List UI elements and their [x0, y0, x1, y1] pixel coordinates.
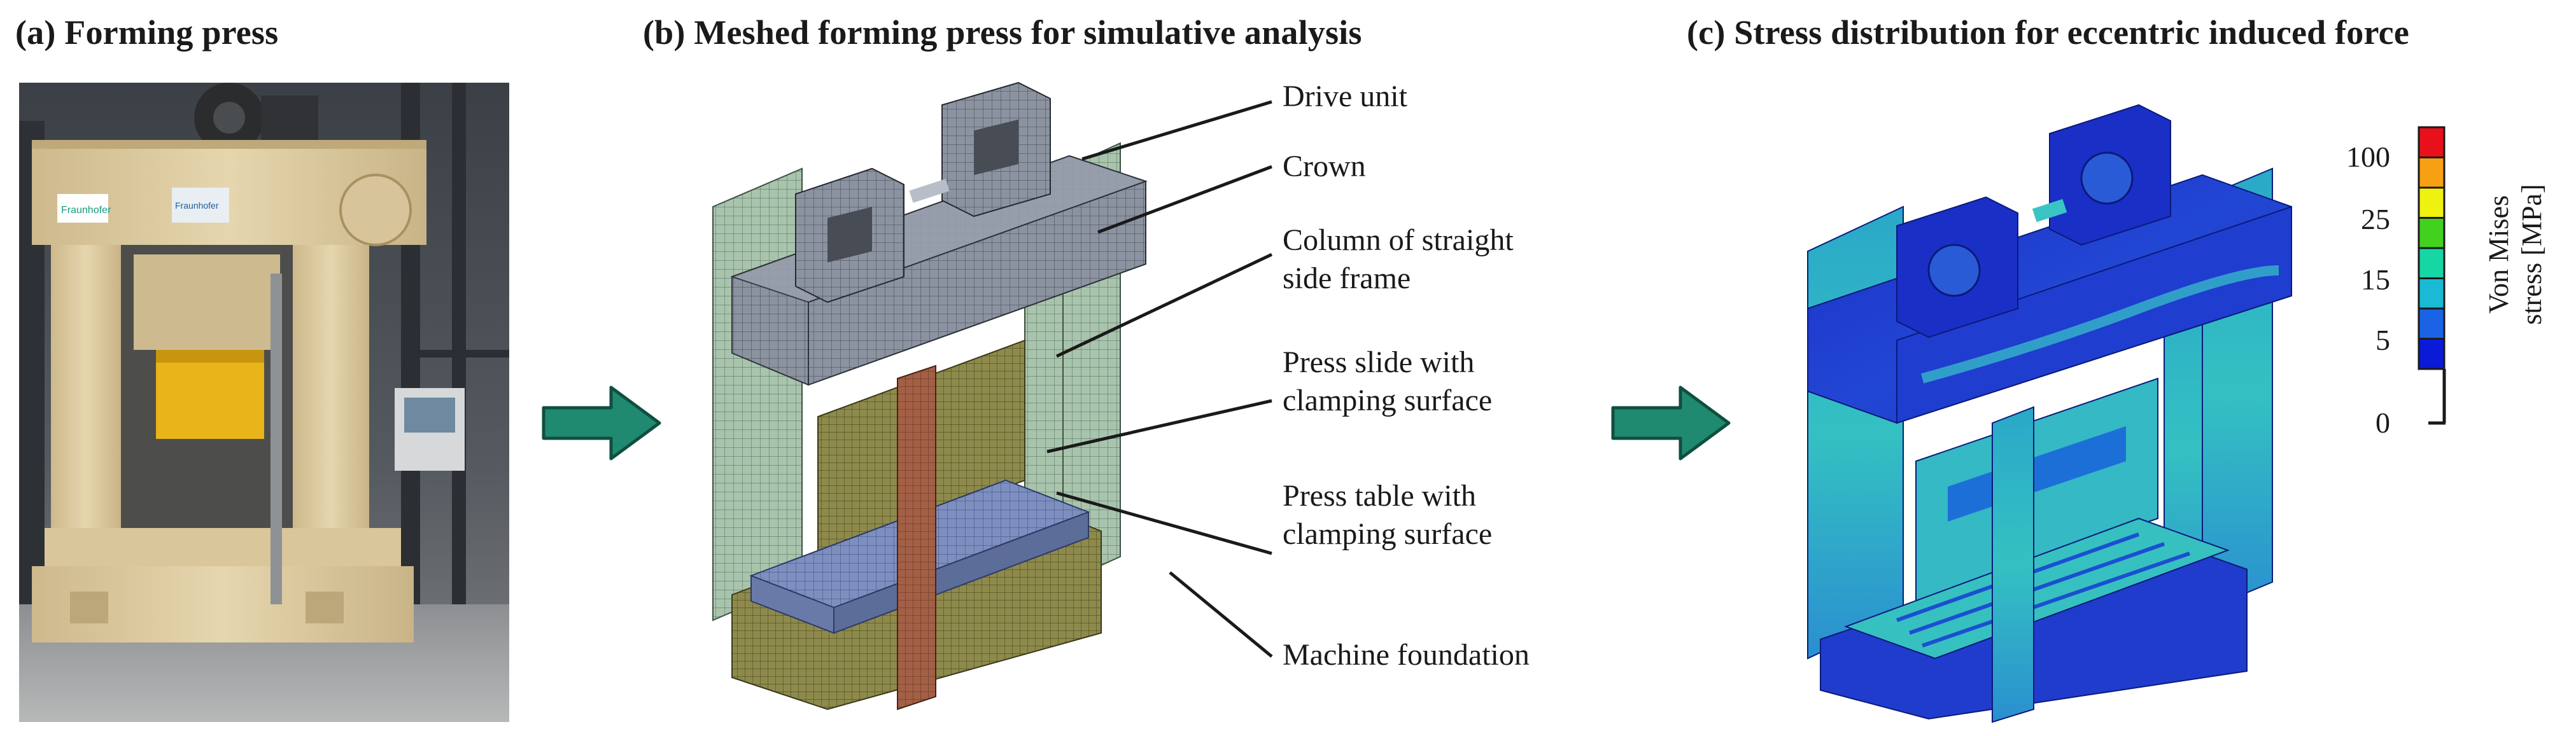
colorbar-cell	[2418, 156, 2446, 189]
colorbar-cell	[2418, 126, 2446, 158]
fraunhofer-logo-2: Fraunhofer	[175, 200, 219, 211]
label-drive-unit: Drive unit	[1283, 80, 1407, 113]
label-press-table: Press table with clamping surface	[1283, 479, 1493, 551]
leader-drive-unit	[1081, 100, 1272, 161]
legend-tick-15: 15	[2361, 263, 2390, 296]
legend-title: Von Mises stress [MPa]	[2483, 184, 2547, 325]
label-crown: Crown	[1283, 149, 1366, 183]
legend-tick-25: 25	[2361, 203, 2390, 235]
label-machine-foundation: Machine foundation	[1283, 638, 1530, 672]
arrow-1	[542, 385, 661, 461]
leader-press-slide	[1046, 399, 1272, 454]
stress-colorbar	[2418, 126, 2446, 425]
stress-distribution-model	[1807, 104, 2292, 723]
label-column: Column of straight side frame	[1283, 223, 1514, 295]
leader-press-table	[1056, 491, 1272, 555]
meshed-press-model	[712, 81, 1148, 711]
colorbar-cell	[2418, 217, 2446, 249]
legend-tick-5: 5	[2375, 324, 2390, 356]
panel-c-title: (c) Stress distribution for eccentric in…	[1687, 13, 2409, 52]
legend-tick-0: 0	[2375, 406, 2390, 439]
arrow-2	[1611, 385, 1731, 461]
colorbar-cell	[2418, 247, 2446, 279]
fraunhofer-logo: Fraunhofer	[61, 205, 111, 216]
panel-b-title: (b) Meshed forming press for simulative …	[643, 13, 1362, 52]
forming-press-photo: Fraunhofer Fraunhofer	[19, 83, 509, 722]
panel-a-title: (a) Forming press	[15, 13, 279, 52]
colorbar-cell	[2418, 307, 2446, 340]
label-press-slide: Press slide with clamping surface	[1283, 345, 1493, 417]
colorbar-cell	[2418, 186, 2446, 219]
leader-crown	[1097, 165, 1272, 234]
leader-foundation	[1169, 571, 1273, 658]
colorbar-cell	[2418, 277, 2446, 310]
legend-tick-100: 100	[2346, 141, 2390, 173]
leader-column	[1055, 253, 1273, 358]
colorbar-cell	[2418, 338, 2446, 370]
